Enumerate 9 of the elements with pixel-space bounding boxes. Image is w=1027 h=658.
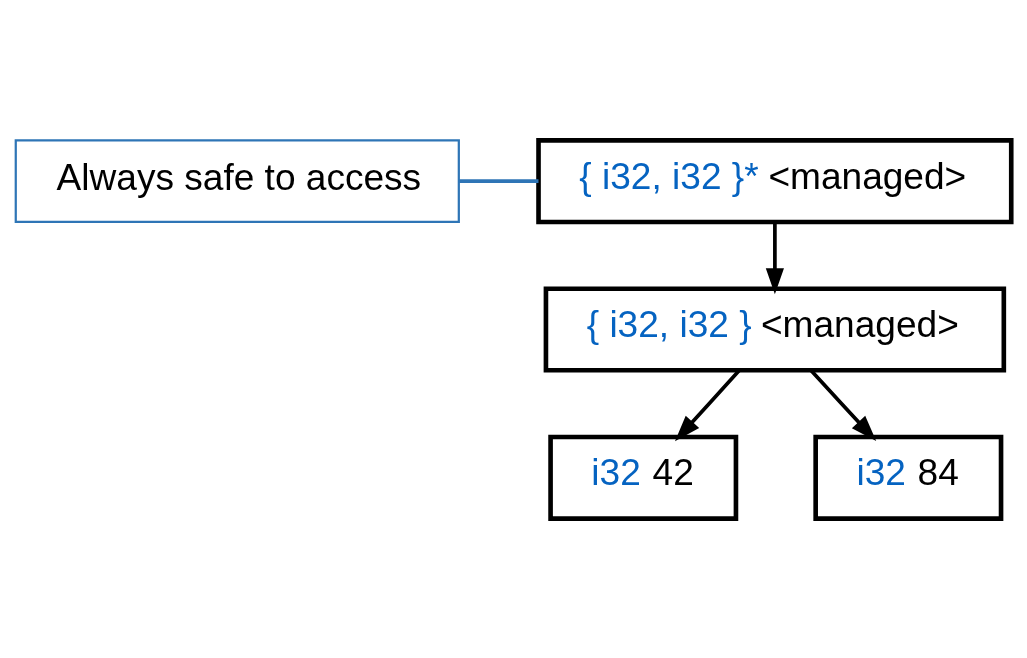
node-box: { i32, i32 }* <managed> [536, 137, 1014, 224]
node-box: Always safe to access [14, 138, 460, 223]
arrow [765, 222, 784, 294]
connector [458, 178, 539, 183]
arrow [674, 369, 741, 441]
node-box: i32 42 [548, 434, 739, 521]
arrow [810, 369, 877, 441]
node-box: { i32, i32 } <managed> [543, 285, 1007, 373]
node-box: i32 84 [813, 434, 1004, 521]
